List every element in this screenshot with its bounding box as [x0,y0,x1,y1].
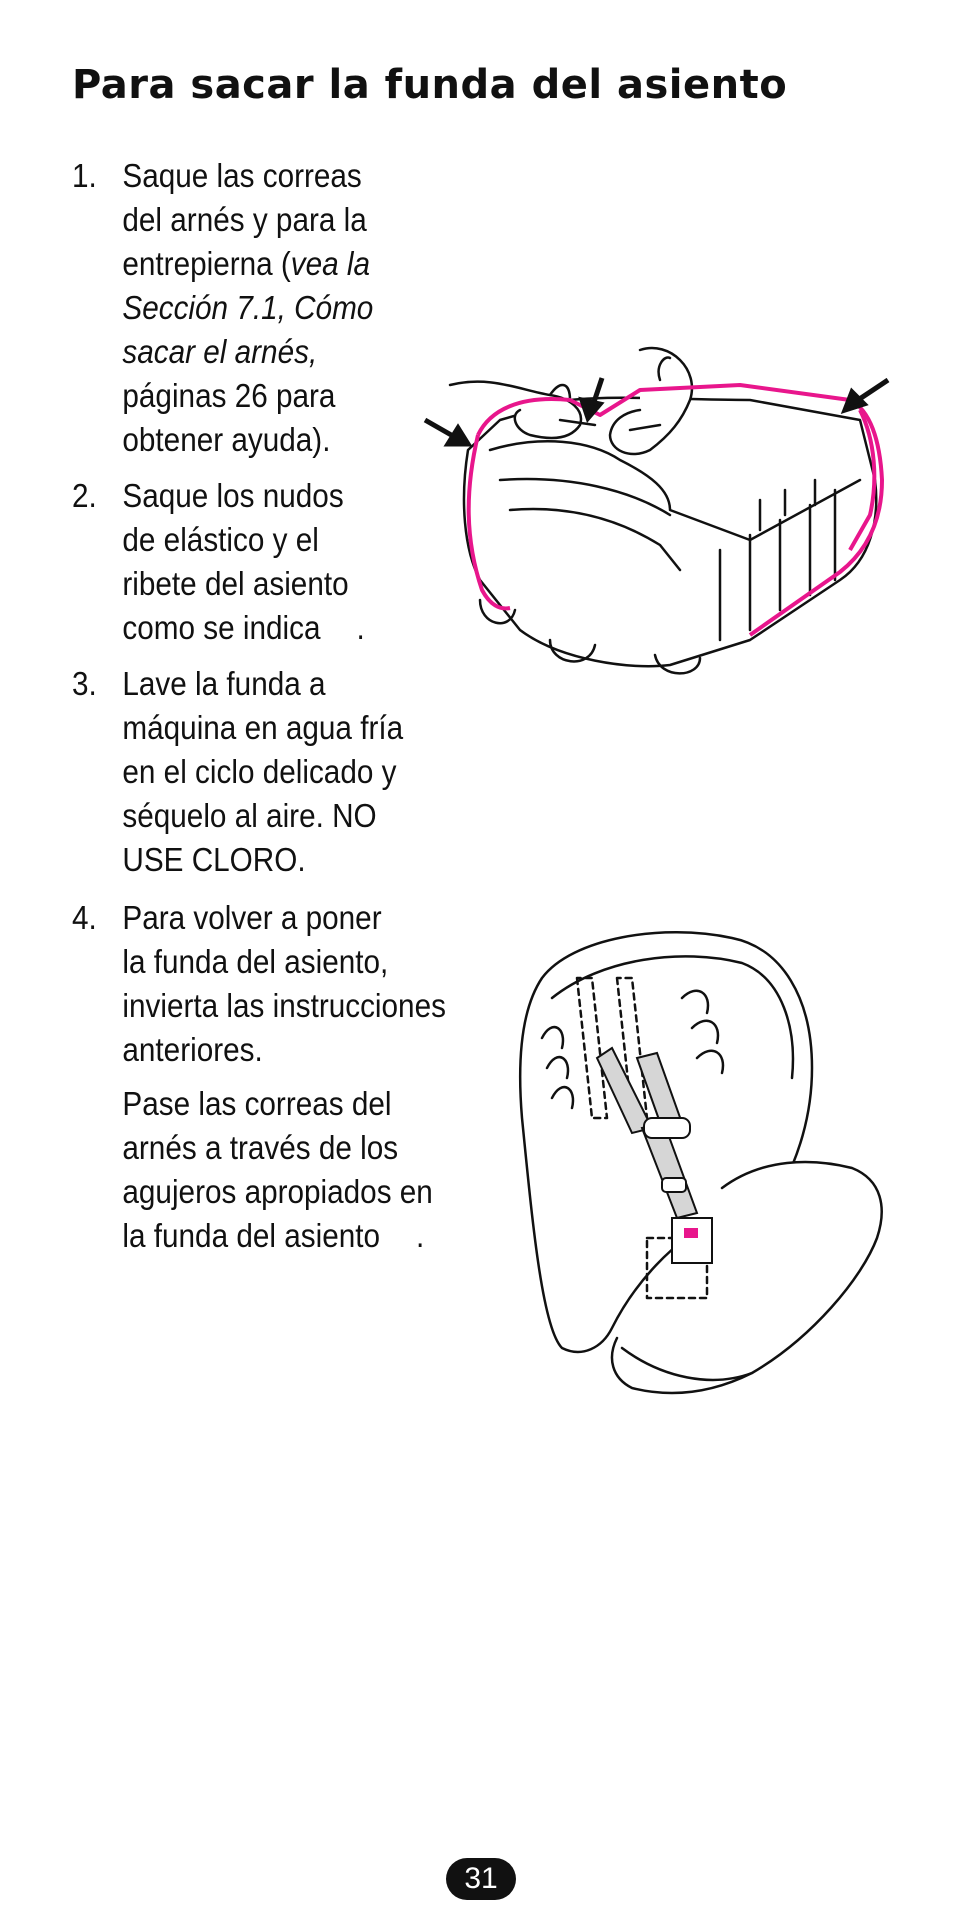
step-number: 4. [72,899,97,936]
car-seat-illustration [518,931,883,1395]
step-number: 1. [72,157,97,194]
step-text: Saque los nudos de elástico y el ribete … [122,477,365,646]
note-text: Pase las correas del arnés a través de l… [122,1085,433,1254]
seat-pad-removal-illustration [423,346,890,675]
step-text: Para volver a poner la funda del asiento… [122,899,446,1068]
step-number: 2. [72,477,97,514]
buckle-icon [684,1228,698,1238]
step-text: Lave la funda a máquina en agua fría en … [122,665,404,878]
step-text: Saque las correas del arnés y para la en… [122,157,374,458]
page-number: 31 [446,1858,516,1900]
step-number: 3. [72,665,97,702]
page-title: Para sacar la funda del asiento [72,62,788,108]
